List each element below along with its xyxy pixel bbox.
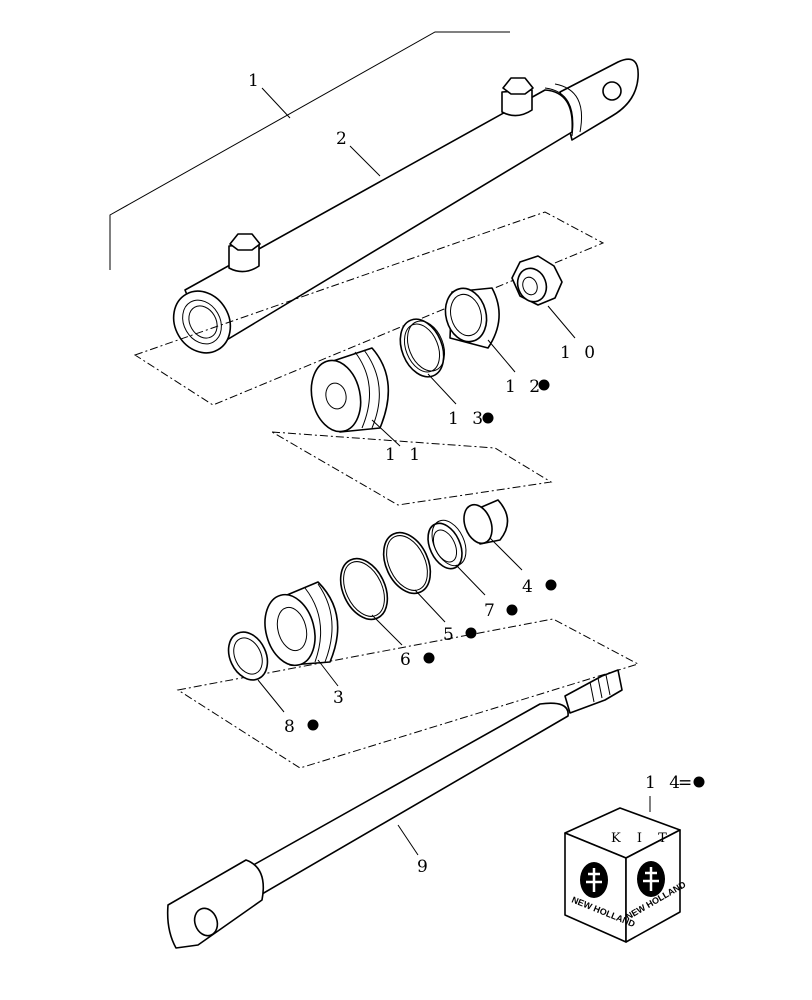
callout-4: 4: [522, 577, 537, 597]
callout-6: 6: [400, 650, 415, 670]
callout-2: 2: [336, 129, 351, 149]
assembly-bracket: [109, 31, 510, 270]
rod-seal-7: [427, 519, 467, 570]
o-ring-5: [382, 531, 432, 595]
kit-marker-5: [465, 627, 477, 639]
callout-5: 5: [443, 625, 458, 645]
callout-1: 1: [248, 71, 263, 91]
callout-9: 9: [417, 857, 432, 877]
callout-13: 1 3: [448, 409, 487, 429]
piston-rod: [166, 669, 623, 949]
kit-marker-13: [482, 412, 494, 424]
piston-seal-13: [399, 318, 446, 378]
kit-box: K I T NEW HOLLAND NEW HOLLAND: [564, 807, 688, 943]
piston: [310, 347, 390, 433]
locknut: [511, 255, 563, 306]
kit-marker-12: [538, 379, 550, 391]
kit-marker-4: [545, 579, 557, 591]
wear-ring-12: [444, 287, 500, 349]
port-fitting-front: [228, 233, 261, 273]
wiper-seal-8: [227, 631, 269, 681]
kit-marker-7: [506, 604, 518, 616]
callout-8: 8: [284, 717, 299, 737]
kit-marker-8: [307, 719, 319, 731]
kit-marker-6: [423, 652, 435, 664]
legend-marker: [693, 776, 705, 788]
port-fitting-rear: [501, 77, 534, 117]
cylinder-barrel: [172, 58, 639, 354]
kit-legend: 1 4 =: [645, 773, 705, 793]
backup-ring-6: [339, 557, 389, 621]
callout-7: 7: [484, 601, 499, 621]
callout-14: 1 4: [645, 773, 684, 793]
legend-equals: =: [678, 773, 696, 793]
callout-12: 1 2: [505, 377, 544, 397]
assembly-envelope-upper: [133, 211, 605, 406]
gland-head: [264, 581, 339, 667]
rod-bushing-4: [463, 499, 509, 545]
callout-3: 3: [333, 688, 348, 708]
kit-label: K I T: [611, 831, 673, 846]
leader-lines: [257, 87, 651, 856]
callout-11: 1 1: [385, 445, 424, 465]
callout-10: 1 0: [560, 343, 599, 363]
assembly-envelope-piston: [271, 431, 553, 506]
